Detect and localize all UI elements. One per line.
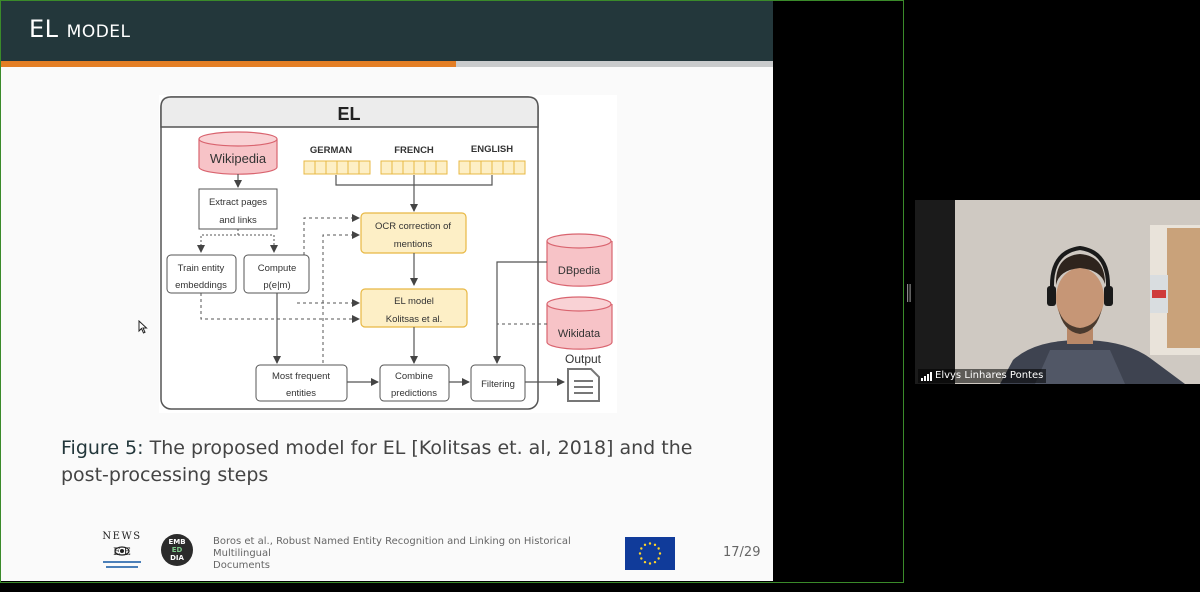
participant-avatar-video bbox=[955, 200, 1200, 384]
participant-video-tile[interactable] bbox=[915, 200, 1200, 384]
slide-title: EL model bbox=[29, 15, 131, 43]
signal-strength-icon bbox=[921, 371, 932, 381]
embedding-cell bbox=[469, 160, 482, 175]
embeddia-logo-2: ED bbox=[172, 546, 183, 554]
embedding-cell bbox=[314, 160, 327, 175]
slide: EL model EL Wikipedia GERMAN FRENCH ENGL… bbox=[1, 1, 773, 581]
wikipedia-label: Wikipedia bbox=[210, 151, 267, 166]
embeddia-logo-3: DIA bbox=[170, 554, 184, 562]
slide-progress-bar bbox=[1, 61, 773, 67]
embedding-cell bbox=[502, 160, 515, 175]
german-label: GERMAN bbox=[310, 145, 352, 156]
compute-text-1: Compute bbox=[258, 263, 297, 274]
eu-flag-icon bbox=[625, 537, 675, 570]
embedding-cell bbox=[491, 160, 504, 175]
eu-star bbox=[638, 552, 642, 555]
eu-star bbox=[648, 562, 652, 565]
mouse-cursor-icon bbox=[138, 320, 148, 334]
footer-citation: Boros et al., Robust Named Entity Recogn… bbox=[213, 536, 613, 572]
embedding-cell bbox=[513, 160, 526, 175]
language-embedding-vectors bbox=[303, 160, 526, 175]
newseye-logo-top: NEWS bbox=[102, 531, 141, 542]
train-text-1: Train entity bbox=[178, 263, 225, 274]
slide-progress-fill bbox=[1, 61, 457, 67]
caption-text: The proposed model for EL [Kolitsas et. … bbox=[61, 437, 693, 486]
embedding-cell bbox=[380, 160, 393, 175]
footer-citation-line-1: Boros et al., Robust Named Entity Recogn… bbox=[213, 536, 571, 559]
ocr-correction-text-2: mentions bbox=[394, 239, 433, 250]
embedding-cell bbox=[336, 160, 349, 175]
eu-star bbox=[640, 547, 643, 550]
figure-caption: Figure 5: The proposed model for EL [Kol… bbox=[61, 435, 701, 489]
eu-star bbox=[653, 560, 657, 564]
english-label: ENGLISH bbox=[471, 144, 513, 155]
output-label: Output bbox=[565, 352, 602, 366]
embeddia-logo-1: EMB bbox=[168, 538, 185, 546]
presentation-stage: EL model EL Wikipedia GERMAN FRENCH ENGL… bbox=[0, 0, 911, 583]
embedding-cell bbox=[391, 160, 404, 175]
output-document-icon bbox=[567, 368, 600, 402]
el-model-diagram: EL Wikipedia GERMAN FRENCH ENGLISH Extra… bbox=[159, 95, 617, 413]
ocr-correction-text-1: OCR correction of bbox=[375, 221, 451, 232]
eu-star bbox=[658, 552, 662, 555]
el-frame-header bbox=[160, 96, 539, 128]
eu-star bbox=[657, 557, 660, 560]
combine-text-1: Combine bbox=[395, 371, 433, 382]
panel-resize-handle[interactable] bbox=[907, 284, 911, 302]
filtering-text: Filtering bbox=[481, 379, 515, 390]
combine-text-2: predictions bbox=[391, 388, 437, 399]
participant-name-tag: Elvys Linhares Pontes bbox=[918, 369, 1047, 383]
extract-pages-text-1: Extract pages bbox=[209, 197, 267, 208]
slide-footer: NEWS E E EMB ED DIA Boros et al., Robust… bbox=[1, 521, 773, 581]
participant-name: Elvys Linhares Pontes bbox=[935, 370, 1044, 381]
page-number: 17/29 bbox=[723, 545, 761, 560]
dbpedia-database: DBpedia bbox=[546, 233, 613, 287]
train-text-2: embeddings bbox=[175, 280, 227, 291]
embedding-cell bbox=[325, 160, 338, 175]
embedding-cell bbox=[303, 160, 316, 175]
footer-citation-line-2: Documents bbox=[213, 560, 271, 571]
most-frequent-entities-box bbox=[255, 364, 348, 402]
compute-text-2: p(e|m) bbox=[263, 280, 290, 291]
eu-star bbox=[653, 543, 657, 547]
wikidata-label: Wikidata bbox=[558, 328, 601, 340]
embeddia-logo: EMB ED DIA bbox=[161, 534, 193, 566]
most-frequent-text-1: Most frequent bbox=[272, 371, 330, 382]
wikipedia-database: Wikipedia bbox=[198, 131, 278, 175]
embedding-cell bbox=[480, 160, 493, 175]
embedding-cell bbox=[413, 160, 426, 175]
caption-label: Figure 5: bbox=[61, 437, 144, 459]
embedding-cell bbox=[435, 160, 448, 175]
embedding-cell bbox=[402, 160, 415, 175]
el-model-text-1: EL model bbox=[394, 296, 434, 307]
extract-pages-text-2: and links bbox=[219, 215, 257, 226]
dbpedia-label: DBpedia bbox=[558, 265, 601, 277]
combine-predictions-box bbox=[379, 364, 450, 402]
el-model-text-2: Kolitsas et al. bbox=[386, 314, 443, 325]
wikidata-database: Wikidata bbox=[546, 296, 613, 350]
newseye-logo: NEWS E E bbox=[102, 531, 141, 568]
most-frequent-text-2: entities bbox=[286, 388, 316, 399]
embedding-cell bbox=[358, 160, 371, 175]
eu-star bbox=[643, 560, 647, 564]
eu-star bbox=[640, 557, 643, 560]
embedding-cell bbox=[424, 160, 437, 175]
diagram-title: EL bbox=[337, 104, 360, 124]
eu-star bbox=[657, 547, 660, 550]
slide-header: EL model bbox=[1, 1, 773, 61]
resize-grip-icon bbox=[907, 284, 911, 302]
eu-star bbox=[643, 543, 647, 547]
embedding-cell bbox=[458, 160, 471, 175]
eu-star bbox=[648, 542, 652, 545]
embedding-cell bbox=[347, 160, 360, 175]
french-label: FRENCH bbox=[394, 145, 434, 156]
extract-pages-box bbox=[198, 188, 278, 230]
filtering-box bbox=[470, 364, 526, 402]
